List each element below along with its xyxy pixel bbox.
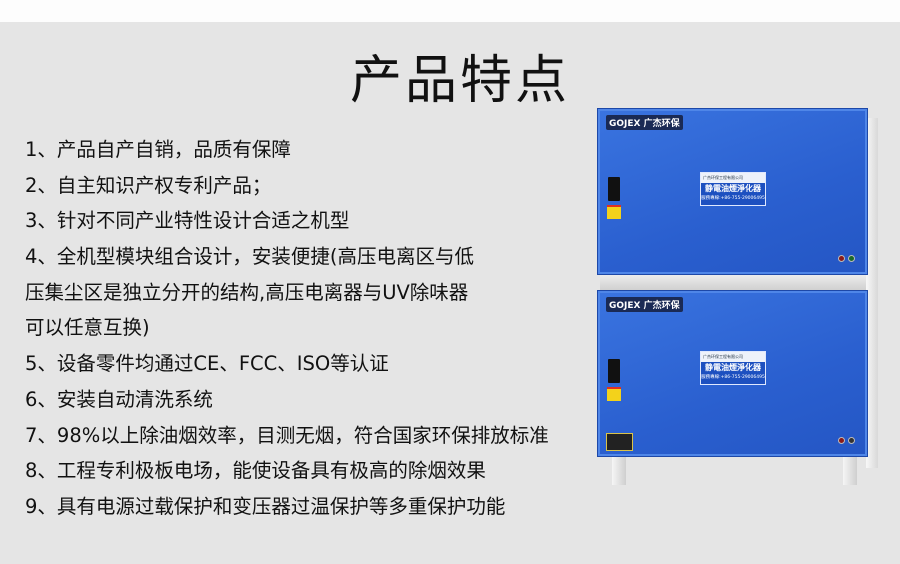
feature-item: 2、自主知识产权专利产品； [25, 174, 272, 197]
feature-item: 压集尘区是独立分开的结构,高压电离器与UV除味器 [25, 281, 469, 304]
power-switch-icon [608, 177, 620, 201]
side-panel [866, 118, 878, 468]
purifier-unit-top: GOJEX 广杰环保 广杰环保工程有限公司 静電油煙淨化器 服務專線:+86-7… [597, 108, 868, 275]
feature-item: 1、产品自产自销，品质有保障 [25, 138, 291, 161]
brand-logo: GOJEX 广杰环保 [606, 297, 683, 312]
power-switch-icon [608, 359, 620, 383]
leg [843, 455, 857, 485]
brand-logo: GOJEX 广杰环保 [606, 115, 683, 130]
feature-item: 3、针对不同产业特性设计合适之机型 [25, 209, 350, 232]
indicator-light-icon [838, 437, 845, 444]
middle-strip [600, 272, 866, 290]
purifier-unit-bottom: GOJEX 广杰环保 广杰环保工程有限公司 静電油煙淨化器 服務專線:+86-7… [597, 290, 868, 457]
indicator-light-icon [848, 255, 855, 262]
page-title: 产品特点 [349, 51, 570, 111]
feature-item: 9、具有电源过载保护和变压器过温保护等多重保护功能 [25, 495, 506, 518]
top-band [0, 0, 900, 22]
warning-icon [607, 387, 621, 401]
warning-icon [607, 205, 621, 219]
feature-item: 4、全机型模块组合设计，安装便捷(高压电离区与低 [25, 245, 475, 268]
nameplate-icon [606, 433, 633, 451]
indicator-light-icon [838, 255, 845, 262]
feature-item: 8、工程专利极板电场，能使设备具有极高的除烟效果 [25, 459, 486, 482]
leg [612, 455, 626, 485]
feature-item: 5、设备零件均通过CE、FCC、ISO等认证 [25, 352, 389, 375]
product-label: 广杰环保工程有限公司 静電油煙淨化器 服務專線:+86-755-29006495 [700, 351, 766, 385]
feature-item: 6、安装自动清洗系统 [25, 388, 213, 411]
feature-item: 可以任意互换) [25, 316, 150, 339]
product-label: 广杰环保工程有限公司 静電油煙淨化器 服務專線:+86-755-29006495 [700, 172, 766, 206]
indicator-light-icon [848, 437, 855, 444]
feature-item: 7、98%以上除油烟效率，目测无烟，符合国家环保排放标准 [25, 424, 549, 447]
